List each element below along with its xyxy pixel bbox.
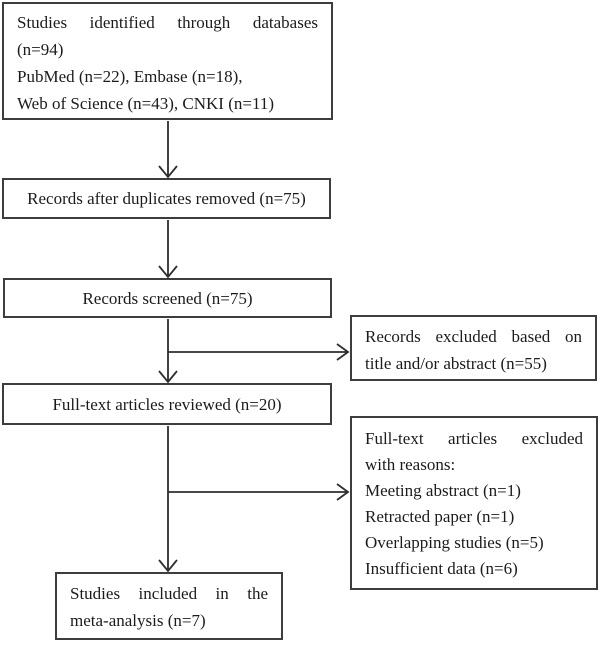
arrow-identified-to-duplicates [158, 121, 178, 179]
box-fulltext-reviewed: Full-text articles reviewed (n=20) [2, 383, 332, 425]
fulltext-excluded-reason-meeting-abstract: Meeting abstract (n=1) [365, 481, 521, 500]
arrow-fulltext-to-included [158, 426, 178, 573]
studies-identified-count: (n=94) [17, 40, 64, 59]
box-studies-identified: Studies identified through databases (n=… [2, 2, 333, 120]
box-records-screened: Records screened (n=75) [3, 278, 332, 318]
fulltext-excluded-reason-retracted: Retracted paper (n=1) [365, 507, 515, 526]
fulltext-excluded-line2: with reasons: [365, 455, 456, 474]
studies-identified-line: Studies identified through databases [17, 13, 318, 32]
databases-breakdown-line2: Web of Science (n=43), CNKI (n=11) [17, 94, 274, 113]
records-screened-label: Records screened (n=75) [82, 288, 253, 308]
databases-breakdown-line1: PubMed (n=22), Embase (n=18), [17, 67, 243, 86]
studies-included-line1: Studies included in the [70, 584, 268, 603]
arrow-duplicates-to-screened [158, 220, 178, 279]
box-duplicates-removed: Records after duplicates removed (n=75) [2, 178, 331, 219]
arrow-screened-to-excluded [168, 343, 350, 361]
box-records-excluded: Records excluded based on title and/or a… [350, 315, 597, 381]
records-excluded-line1: Records excluded based on [365, 327, 582, 346]
arrow-screened-to-fulltext [158, 319, 178, 384]
box-fulltext-excluded: Full-text articles excluded with reasons… [350, 416, 598, 590]
fulltext-reviewed-label: Full-text articles reviewed (n=20) [52, 394, 282, 414]
arrow-fulltext-to-excluded [168, 483, 350, 501]
fulltext-excluded-line1: Full-text articles excluded [365, 429, 583, 448]
fulltext-excluded-reason-overlapping: Overlapping studies (n=5) [365, 533, 544, 552]
duplicates-removed-label: Records after duplicates removed (n=75) [27, 189, 306, 208]
box-studies-included: Studies included in the meta-analysis (n… [55, 572, 283, 640]
fulltext-excluded-reason-insufficient: Insufficient data (n=6) [365, 559, 518, 578]
studies-included-line2: meta-analysis (n=7) [70, 611, 206, 630]
records-excluded-line2: title and/or abstract (n=55) [365, 354, 547, 373]
